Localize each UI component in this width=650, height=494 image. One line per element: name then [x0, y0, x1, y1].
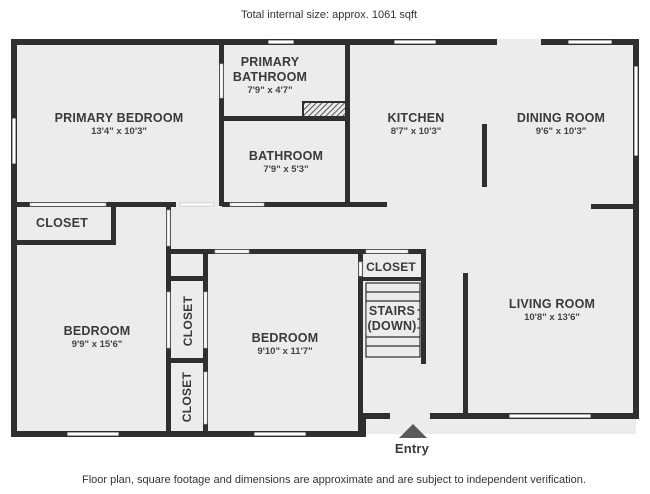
room-name: KITCHEN [387, 111, 445, 125]
entry-arrow-icon [399, 424, 427, 438]
total-size-caption: Total internal size: approx. 1061 sqft [241, 9, 418, 21]
room-stairs: STAIRS (DOWN) [366, 304, 418, 334]
room-dims: 13'4" x 10'3" [91, 126, 147, 137]
room-name: BEDROOM [251, 331, 319, 345]
room-name: LIVING ROOM [508, 297, 596, 311]
wall-bath-divider [222, 116, 348, 121]
room-name: PRIMARY BEDROOM [54, 111, 184, 125]
room-name: DINING ROOM [516, 111, 606, 125]
room-kitchen: KITCHEN 8'7" x 10'3" [388, 111, 445, 138]
room-bathroom: BATHROOM 7'9" x 5'3" [249, 149, 323, 176]
room-dims: 7'9" x 5'3" [263, 164, 309, 175]
wall-primary-bedroom-right [219, 42, 224, 206]
room-dims: 9'6" x 10'3" [535, 126, 587, 137]
room-closet-vertical-2: CLOSET [180, 371, 194, 423]
stairs-line2: (DOWN) [366, 319, 418, 334]
floor-area [14, 42, 636, 434]
wall-outer-left [11, 39, 17, 437]
room-primary-bedroom: PRIMARY BEDROOM 13'4" x 10'3" [55, 111, 184, 138]
room-dims: 10'8" x 13'6" [524, 312, 580, 323]
wall-closet-tl-bottom [14, 240, 116, 245]
room-dims: 7'9" x 4'7" [247, 85, 293, 96]
entry-label: Entry [395, 441, 429, 456]
room-closet-vertical-1: CLOSET [181, 295, 195, 347]
bath-hatch-fixture [302, 101, 347, 118]
wall-closet-div-2 [168, 358, 206, 363]
room-bedroom-left: BEDROOM 9'9" x 15'6" [64, 324, 131, 351]
wall-living-left [463, 273, 468, 418]
room-closet-stairs: CLOSET [366, 260, 416, 275]
windows [11, 39, 639, 437]
openings [390, 39, 541, 419]
room-name-line2: BATHROOM [232, 70, 308, 84]
wall-closet-div-1 [168, 276, 206, 281]
room-name: BATHROOM [248, 149, 324, 163]
room-dims: 9'9" x 15'6" [71, 339, 123, 350]
wall-bedroom-mid-right [358, 252, 363, 434]
wall-outer-bottom-left [11, 431, 364, 437]
footer-disclaimer: Floor plan, square footage and dimension… [82, 474, 586, 486]
wall-hall-top [168, 249, 363, 254]
wall-closet-tl-right [111, 204, 116, 244]
room-dims: 8'7" x 10'3" [390, 126, 442, 137]
wall-kitchen-peninsula [482, 124, 487, 187]
wall-bath-bottom [222, 202, 387, 207]
wall-dining-living-stub [591, 204, 636, 209]
wall-outer-bottom-right [362, 413, 639, 419]
wall-outer-right [633, 39, 639, 419]
room-living-room: LIVING ROOM 10'8" x 13'6" [509, 297, 595, 324]
room-name: BEDROOM [63, 324, 131, 338]
room-dims: 9'10" x 11'7" [257, 346, 313, 357]
room-closet-top-left: CLOSET [36, 216, 88, 231]
wall-outer-top [11, 39, 639, 45]
wall-bath-right [345, 42, 350, 206]
room-name: CLOSET [366, 260, 416, 274]
room-name: CLOSET [36, 216, 88, 230]
room-bedroom-middle: BEDROOM 9'10" x 11'7" [252, 331, 319, 358]
room-primary-bathroom: PRIMARY BATHROOM 7'9" x 4'7" [233, 55, 307, 97]
door-openings [29, 63, 409, 425]
entry-text: Entry [394, 441, 430, 456]
room-name-line1: PRIMARY [240, 55, 300, 69]
wall-stairs-closet-bottom [360, 277, 426, 281]
wall-stairs-closet-right [421, 252, 426, 364]
stairs-line1: STAIRS [366, 304, 418, 319]
room-dining-room: DINING ROOM 9'6" x 10'3" [517, 111, 605, 138]
